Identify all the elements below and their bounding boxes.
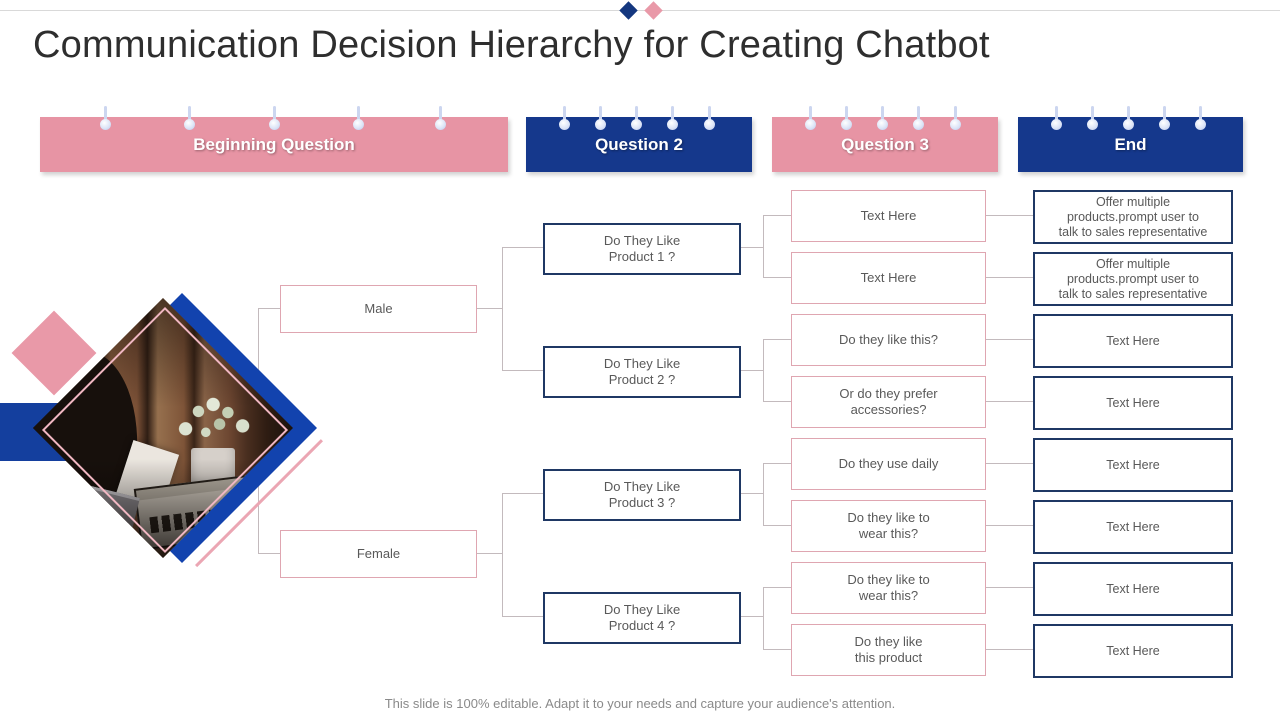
connector-line xyxy=(984,587,1033,588)
pin-icon xyxy=(352,106,364,133)
pin-icon xyxy=(434,106,446,133)
node-female: Female xyxy=(280,530,477,578)
page-title: Communication Decision Hierarchy for Cre… xyxy=(33,24,990,66)
connector-line xyxy=(502,247,544,248)
header-label: Question 3 xyxy=(841,134,929,154)
header-label: End xyxy=(1114,134,1147,154)
pin-icon xyxy=(1050,106,1062,133)
header-label: Beginning Question xyxy=(193,134,355,154)
connector-line xyxy=(502,370,544,371)
connector-line xyxy=(737,370,764,371)
connector-line xyxy=(502,616,544,617)
pin-icon xyxy=(100,106,112,133)
pin-icon xyxy=(631,106,643,133)
connector-line xyxy=(763,587,764,650)
header-question-2: Question 2 xyxy=(526,106,752,172)
connector-line xyxy=(984,525,1033,526)
node-end-1: Offer multiple products.prompt user to t… xyxy=(1033,190,1233,244)
pin-icon xyxy=(558,106,570,133)
connector-line xyxy=(763,463,792,464)
node-q3-3: Do they like this? xyxy=(791,314,986,366)
connector-line xyxy=(984,277,1033,278)
footer-note: This slide is 100% editable. Adapt it to… xyxy=(384,696,896,711)
connector-line xyxy=(763,339,792,340)
node-product-4: Do They Like Product 4 ? xyxy=(543,592,741,644)
node-product-1: Do They Like Product 1 ? xyxy=(543,223,741,275)
top-divider-line xyxy=(0,10,1280,11)
connector-line xyxy=(763,215,792,216)
node-end-2: Offer multiple products.prompt user to t… xyxy=(1033,252,1233,306)
node-q3-2: Text Here xyxy=(791,252,986,304)
connector-line xyxy=(258,308,281,309)
header-beginning-question: Beginning Question xyxy=(40,106,508,172)
node-end-8: Text Here xyxy=(1033,624,1233,678)
connector-line xyxy=(502,247,503,371)
node-q3-4: Or do they prefer accessories? xyxy=(791,376,986,428)
node-end-3: Text Here xyxy=(1033,314,1233,368)
pin-icon xyxy=(703,106,715,133)
pin-icon xyxy=(841,106,853,133)
node-product-2: Do They Like Product 2 ? xyxy=(543,346,741,398)
header-end: End xyxy=(1018,106,1243,172)
connector-line xyxy=(258,553,281,554)
connector-line xyxy=(737,247,764,248)
connector-line xyxy=(763,339,764,402)
connector-line xyxy=(737,616,764,617)
connector-line xyxy=(763,587,792,588)
connector-line xyxy=(763,525,792,526)
pin-icon xyxy=(268,106,280,133)
node-end-7: Text Here xyxy=(1033,562,1233,616)
connector-line xyxy=(763,649,792,650)
connector-line xyxy=(763,277,792,278)
pin-icon xyxy=(595,106,607,133)
connector-line xyxy=(984,649,1033,650)
connector-line xyxy=(475,308,503,309)
node-end-5: Text Here xyxy=(1033,438,1233,492)
pin-icon xyxy=(1194,106,1206,133)
node-end-6: Text Here xyxy=(1033,500,1233,554)
diamond-accent-pink-icon xyxy=(644,1,663,20)
node-q3-1: Text Here xyxy=(791,190,986,242)
pin-icon xyxy=(1086,106,1098,133)
node-q3-5: Do they use daily xyxy=(791,438,986,490)
pin-icon xyxy=(913,106,925,133)
connector-line xyxy=(502,493,503,617)
pin-icon xyxy=(1122,106,1134,133)
pin-icon xyxy=(949,106,961,133)
connector-line xyxy=(763,215,764,278)
pin-icon xyxy=(804,106,816,133)
node-product-3: Do They Like Product 3 ? xyxy=(543,469,741,521)
connector-line xyxy=(763,463,764,526)
node-q3-6: Do they like to wear this? xyxy=(791,500,986,552)
node-end-4: Text Here xyxy=(1033,376,1233,430)
diamond-accent-blue-icon xyxy=(619,1,638,20)
connector-line xyxy=(737,493,764,494)
connector-line xyxy=(984,339,1033,340)
connector-line xyxy=(984,463,1033,464)
connector-line xyxy=(984,401,1033,402)
header-label: Question 2 xyxy=(595,134,683,154)
pin-icon xyxy=(184,106,196,133)
pin-icon xyxy=(667,106,679,133)
header-question-3: Question 3 xyxy=(772,106,998,172)
connector-line xyxy=(763,401,792,402)
pin-icon xyxy=(877,106,889,133)
node-male: Male xyxy=(280,285,477,333)
connector-line xyxy=(984,215,1033,216)
node-q3-8: Do they like this product xyxy=(791,624,986,676)
connector-line xyxy=(502,493,544,494)
connector-line xyxy=(475,553,503,554)
pin-icon xyxy=(1158,106,1170,133)
node-q3-7: Do they like to wear this? xyxy=(791,562,986,614)
